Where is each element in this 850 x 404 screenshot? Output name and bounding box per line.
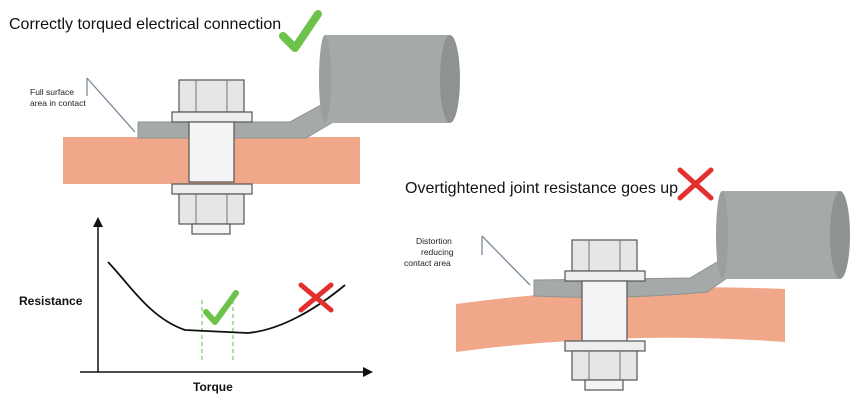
distortion-note-line2: reducing [421,247,454,257]
hex-bolt-icon [564,239,646,342]
note-leader-line [86,77,136,133]
cross-icon [677,167,714,201]
distortion-note-line1: Distortion [416,236,452,246]
overtightened-joint-assembly: Overtightened joint resistance goes up D… [404,167,850,391]
washer-icon [171,183,253,195]
check-icon [203,290,239,325]
full-surface-note-line1: Full surface [30,87,74,97]
check-icon [279,10,322,52]
correct-joint-assembly: Correctly torqued electrical connection … [9,10,460,235]
x-axis-label: Torque [193,380,233,394]
cable [319,35,460,123]
resistance-torque-chart: Resistance Torque [19,217,373,394]
resistance-curve [107,261,346,334]
washer-icon [564,340,646,352]
full-surface-note-line2: area in contact [30,98,86,108]
hex-bolt-icon [171,79,253,183]
cable [716,191,850,279]
nut-icon [571,350,638,391]
distortion-note-line3: contact area [404,258,451,268]
y-axis-label: Resistance [19,294,83,308]
overtightened-title: Overtightened joint resistance goes up [405,180,678,197]
cross-icon [298,282,334,313]
correct-joint-title: Correctly torqued electrical connection [9,16,281,33]
nut-icon [178,193,245,235]
note-leader-line [481,235,531,286]
